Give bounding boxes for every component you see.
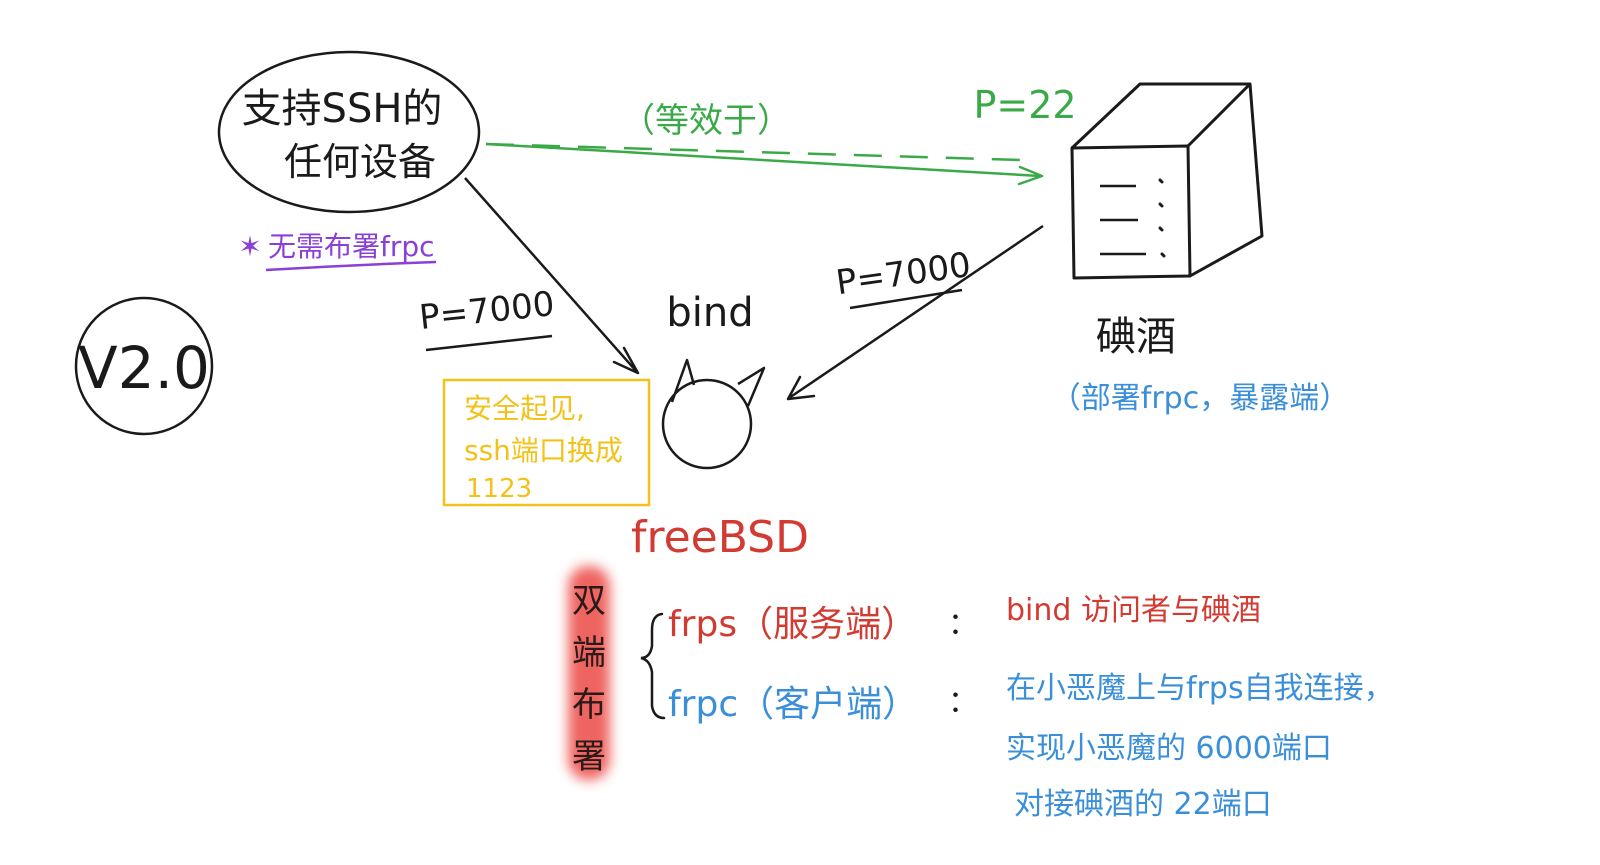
frpc-row: frpc（客户端） ： 在小恶魔上与frps自我连接， 实现小恶魔的 6000端… [668,671,1394,822]
server-to-bind-link: P=7000 [786,224,1044,401]
badge-highlight [568,566,610,780]
device-label-line2: 任何设备 [284,140,436,184]
devil-horns-icon [670,358,766,407]
equivalence-link: （等效于） P=22 [485,83,1077,186]
port-7000-left-label: P=7000 [417,284,556,338]
ssh-device-node: 支持SSH的 任何设备 [217,50,481,214]
badge-char-2: 端 [572,633,606,673]
bind-circle [661,378,753,470]
server-cube-front [1070,144,1192,280]
server-rack-dots [1158,178,1166,258]
port-7000-right-underline [849,288,963,310]
badge-char-4: 署 [572,737,606,777]
server-cube-side [1189,83,1264,278]
green-solid-arrow-line [485,142,1041,178]
badge-char-3: 布 [572,685,606,725]
frpc-desc-line1: 在小恶魔上与frps自我连接， [1006,671,1394,706]
port-22-label: P=22 [973,83,1076,127]
device-to-bind-link: P=7000 [417,177,640,375]
equivalent-label: （等效于） [621,101,791,141]
version-text: V2.0 [78,334,210,402]
device-ellipse [217,50,481,214]
frps-colon: ： [948,607,978,642]
bind-node: bind freeBSD [631,290,809,563]
server-name: 碘酒 [1096,314,1176,360]
server-cube-top [1070,82,1252,150]
no-frpc-note: ✶ 无需布署frpc [238,230,437,272]
green-dashed-line [485,142,1021,162]
frpc-desc-line3: 对接碘酒的 22端口 [1014,787,1272,822]
badge-char-1: 双 [572,581,606,621]
server-node: 碘酒 （部署frpc，暴露端） [1051,82,1349,416]
no-frpc-text: 无需布署frpc [268,230,435,263]
no-frpc-underline [265,260,437,272]
star-icon: ✶ [238,230,261,263]
port-7000-left-underline [425,334,553,352]
green-arrowhead [1017,165,1044,186]
bind-label: bind [666,290,753,336]
right-arrowhead [786,375,816,401]
frpc-colon: ： [948,685,978,720]
security-box [442,378,651,507]
right-arrow-line [788,224,1044,400]
port-7000-right-label: P=7000 [834,245,974,303]
security-note: 安全起见, ssh端口换成 1123 [442,378,651,507]
left-arrow-line [464,177,638,373]
left-arrowhead [612,346,640,375]
version-circle [74,296,214,436]
security-line2: ssh端口换成 [464,434,623,467]
frps-label: frps（服务端） [668,604,917,645]
security-line1: 安全起见, [464,392,585,425]
frpc-label: frpc（客户端） [668,684,918,725]
frps-row: frps（服务端） ： bind 访问者与碘酒 [668,593,1261,645]
server-rack-lines [1100,184,1146,256]
device-label-line1: 支持SSH的 [242,86,443,132]
dual-deploy-badge: 双 端 布 署 [568,566,610,780]
security-line3: 1123 [466,474,532,504]
frps-desc: bind 访问者与碘酒 [1006,593,1261,628]
frpc-desc-line2: 实现小恶魔的 6000端口 [1006,731,1332,766]
server-role: （部署frpc，暴露端） [1051,381,1349,416]
freebsd-label: freeBSD [631,512,809,563]
version-badge: V2.0 [74,296,214,436]
curly-brace [640,612,666,720]
